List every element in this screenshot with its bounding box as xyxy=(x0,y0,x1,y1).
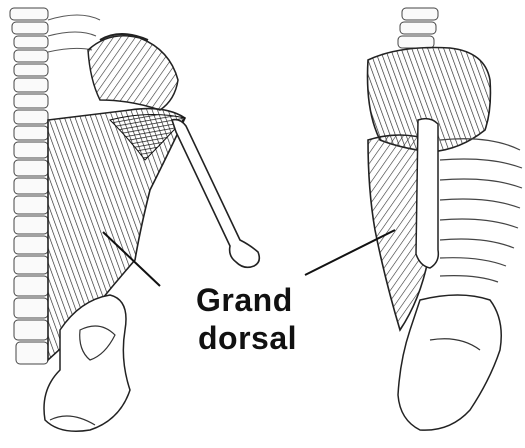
pelvis-right xyxy=(398,295,501,430)
muscle-label-line1: Grand xyxy=(196,281,293,319)
arm-bone-right xyxy=(416,119,438,268)
muscle-label-line2: dorsal xyxy=(198,319,297,357)
spine xyxy=(10,8,48,364)
ribcage xyxy=(440,139,522,282)
shoulder-blade xyxy=(88,36,178,110)
arm-bone xyxy=(172,120,259,268)
right-figure xyxy=(305,8,522,430)
left-figure xyxy=(10,8,259,431)
